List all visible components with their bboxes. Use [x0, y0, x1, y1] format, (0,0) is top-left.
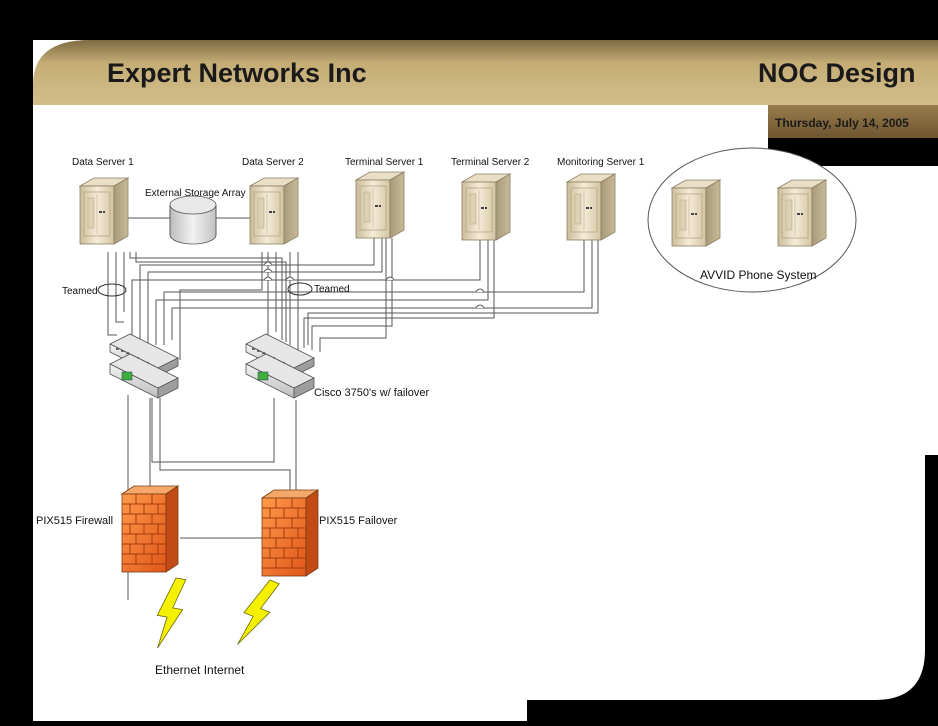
server-icon: [671, 179, 721, 247]
switch-stack-2: Cisco 3750's w/ failover: [245, 333, 430, 399]
monitoring-server-1-label: Monitoring Server 1: [557, 157, 645, 168]
switch-label: Cisco 3750's w/ failover: [314, 387, 430, 399]
internet-links: Ethernet Internet: [151, 575, 282, 677]
internet-label: Ethernet Internet: [155, 663, 245, 677]
teamed-label-right: Teamed: [314, 284, 350, 295]
terminal-server-1: Terminal Server 1: [345, 157, 424, 239]
server-icon: [355, 171, 405, 239]
terminal-server-2: Terminal Server 2: [451, 157, 530, 241]
terminal-server-1-label: Terminal Server 1: [345, 157, 424, 168]
data-server-1-label: Data Server 1: [72, 157, 134, 168]
monitoring-server-1: Monitoring Server 1: [557, 157, 645, 241]
data-server-1: Data Server 1: [72, 157, 134, 245]
storage-label: External Storage Array: [145, 188, 246, 199]
server-icon: [79, 177, 129, 245]
data-server-2: Data Server 2: [242, 157, 304, 245]
avvid-phone-system: AVVID Phone System: [647, 147, 857, 293]
server-icon: [566, 173, 616, 241]
pix515-firewall: PIX515 Firewall: [36, 485, 179, 573]
company-name: Expert Networks Inc: [107, 58, 367, 88]
data-server-2-label: Data Server 2: [242, 157, 304, 168]
storage-icon: [169, 195, 217, 245]
external-storage-array: External Storage Array: [145, 188, 246, 245]
server-icon: [777, 179, 827, 247]
teamed-oval-right: [287, 282, 313, 296]
terminal-server-2-label: Terminal Server 2: [451, 157, 530, 168]
page-title: NOC Design: [758, 58, 916, 88]
server-icon: [249, 177, 299, 245]
teamed-label-left: Teamed: [62, 286, 98, 297]
firewall-label: PIX515 Firewall: [36, 515, 113, 527]
pix515-failover: PIX515 Failover: [261, 489, 398, 577]
firewall-icon: [121, 485, 179, 573]
firewall-icon: [261, 489, 319, 577]
date-text: Thursday, July 14, 2005: [775, 116, 909, 130]
header-band: [33, 40, 938, 105]
cable-hops: [263, 261, 485, 309]
date-band: [768, 105, 938, 138]
teamed-oval-left: [97, 283, 127, 297]
server-icon: [461, 173, 511, 241]
failover-label: PIX515 Failover: [319, 515, 398, 527]
network-cabling: [107, 217, 599, 600]
phone-system-label: AVVID Phone System: [700, 268, 817, 282]
